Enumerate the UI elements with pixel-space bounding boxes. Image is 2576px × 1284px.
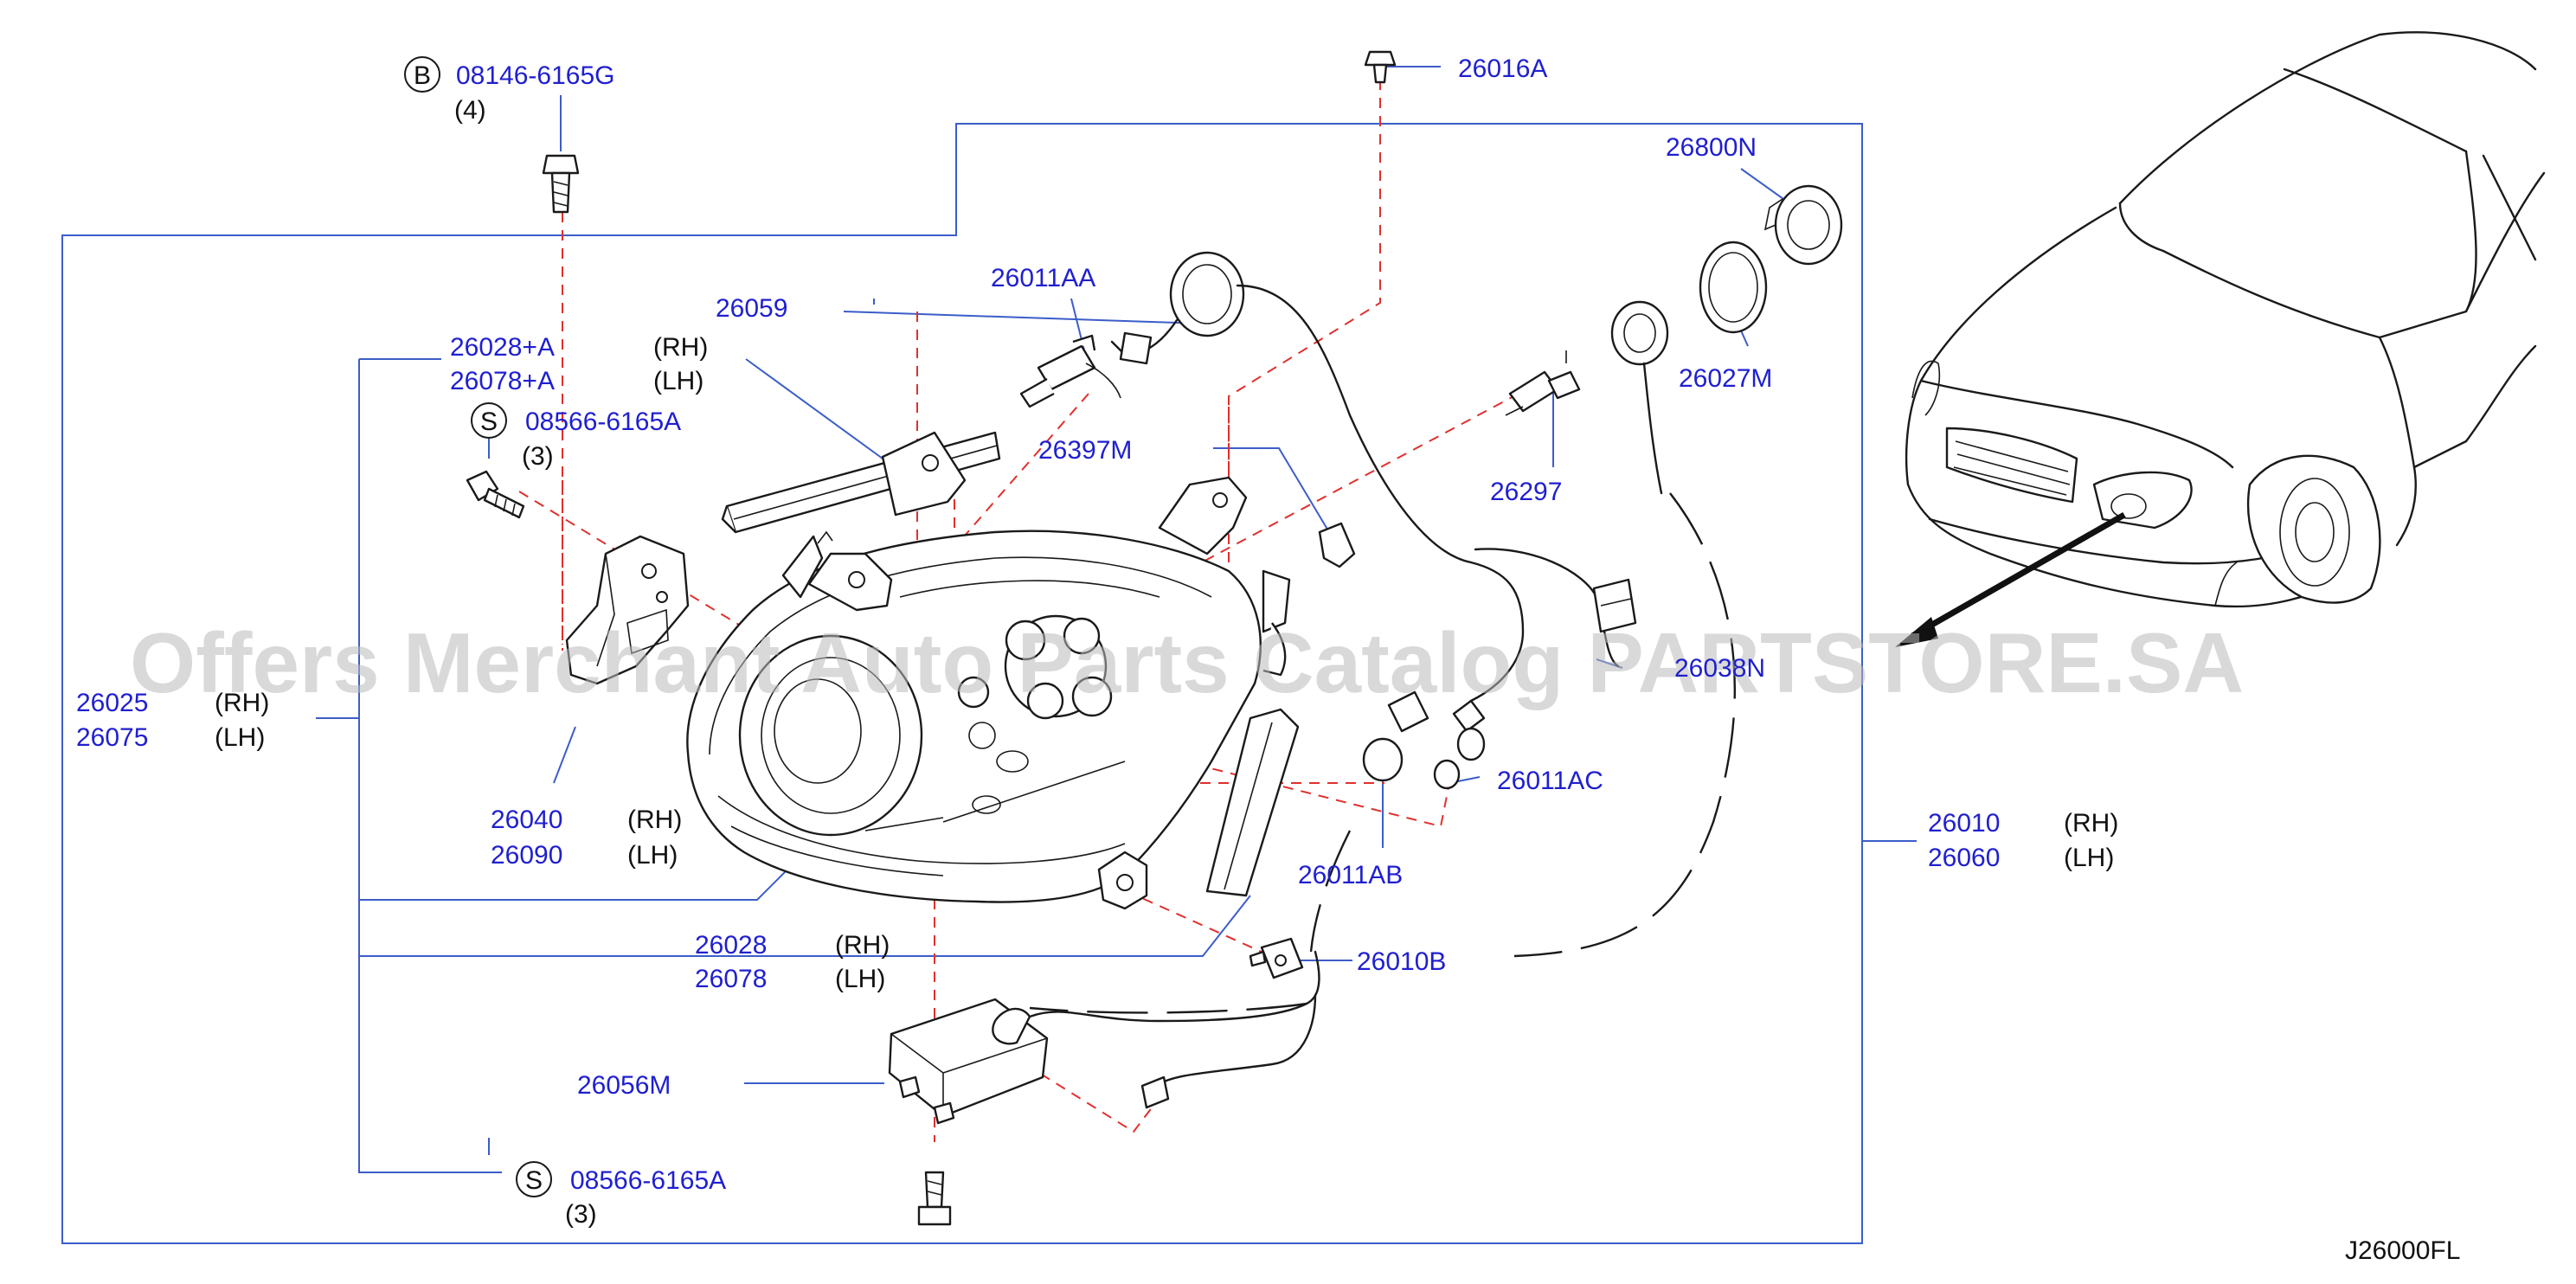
headlamp-housing-illustration [686,476,1291,910]
callout-assembly[interactable]: 26010 (RH) 26060 (LH) [1928,809,2118,872]
side-rh: (RH) [215,689,269,717]
callout-26011ab[interactable]: 26011AB [1298,861,1403,889]
callout-26059[interactable]: 26059 [716,294,787,323]
hid-bulb-illustration [1019,334,1121,408]
part-number[interactable]: 08566-6165A [570,1166,726,1195]
watermark-text: Offers Merchant Auto Parts Catalog PARTS… [130,615,2244,710]
part-number[interactable]: 08146-6165G [456,61,615,90]
callout-housing[interactable]: 26025 (RH) 26075 (LH) [76,689,269,752]
igniter-cap-illustration [1110,251,1620,703]
connector-illustration [1592,578,1637,633]
part-number[interactable]: 26010B [1357,947,1446,976]
part-number[interactable]: 26011AA [991,264,1095,292]
wire-harness-outline [1029,492,1737,1014]
bulb-socket-illustration [1505,350,1581,416]
callout-26397m[interactable]: 26397M [1038,436,1132,465]
diagram-reference-code: J26000FL [2345,1236,2460,1265]
side-bracket-illustration [565,535,690,685]
diagram-frame [61,66,1917,1244]
part-number-rh[interactable]: 26010 [1928,809,2000,838]
side-lh: (LH) [653,367,703,395]
side-lh: (LH) [2064,844,2114,872]
callout-bolt-08146-6165g[interactable]: B 08146-6165G (4) [404,56,615,125]
part-number[interactable]: 26038N [1674,654,1765,683]
part-number[interactable]: 08566-6165A [525,408,681,436]
side-rh: (RH) [2064,809,2118,838]
part-number[interactable]: 26800N [1666,133,1757,162]
callout-26011ac[interactable]: 26011AC [1497,767,1603,795]
callout-26297[interactable]: 26297 [1490,478,1562,506]
upper-bracket-illustration [881,431,967,517]
side-rh: (RH) [835,931,890,960]
upper-screw-illustration [466,470,525,519]
side-lh: (LH) [215,723,265,752]
socket-cover-illustration [1763,184,1843,266]
callout-26800n[interactable]: 26800N [1666,133,1757,162]
part-number-rh[interactable]: 26028 [695,931,767,960]
callout-26027m[interactable]: 26027M [1679,364,1772,393]
part-number-rh[interactable]: 26040 [491,806,562,834]
gasket-illustration [1699,241,1768,334]
small-bulbs-illustration [1362,690,1486,790]
part-number-lh[interactable]: 26078 [695,965,767,993]
side-rh: (RH) [653,333,708,362]
symbol-s-circle [516,1161,552,1197]
callout-26016a[interactable]: 26016A [1458,55,1547,83]
symbol-s-letter: S [480,408,498,436]
side-marker-socket-illustration [1610,300,1669,495]
callout-upper-bracket[interactable]: 26028+A (RH) 26078+A (LH) [450,333,708,395]
callout-26056m[interactable]: 26056M [577,1071,671,1100]
part-number-rh[interactable]: 26028+A [450,333,555,362]
part-number[interactable]: 26297 [1490,478,1562,506]
lower-clip-illustration [1249,937,1304,979]
lower-screw-illustration [917,1171,952,1226]
callout-screw-lower[interactable]: S 08566-6165A (3) [516,1161,726,1229]
top-clip-illustration [1364,50,1397,84]
harness-clip-illustration [1318,522,1356,568]
part-number-lh[interactable]: 26060 [1928,844,2000,872]
callout-screw-upper[interactable]: S 08566-6165A (3) [471,402,681,471]
part-number-lh[interactable]: 26078+A [450,367,555,395]
quantity-label: (4) [454,96,486,125]
lower-trim-strip-illustration [1205,708,1300,897]
quantity-label: (3) [522,442,554,471]
part-number-rh[interactable]: 26025 [76,689,148,717]
quantity-label: (3) [565,1200,597,1229]
symbol-s-circle [471,402,507,439]
callout-26038n[interactable]: 26038N [1674,654,1765,683]
part-number[interactable]: 26056M [577,1071,671,1100]
symbol-b-circle [404,56,440,93]
ballast-illustration [888,950,1320,1125]
callout-26010b[interactable]: 26010B [1357,947,1446,976]
location-arrow [1895,511,2126,647]
part-number[interactable]: 26059 [716,294,787,323]
part-number-lh[interactable]: 26090 [491,841,562,870]
part-number[interactable]: 26011AB [1298,861,1403,889]
side-lh: (LH) [835,965,885,993]
callout-26011aa[interactable]: 26011AA [991,264,1095,292]
symbol-b-letter: B [414,61,431,90]
callout-lower-bracket[interactable]: 26028 (RH) 26078 (LH) [695,931,890,993]
part-number-lh[interactable]: 26075 [76,723,148,752]
callout-side-bracket[interactable]: 26040 (RH) 26090 (LH) [491,806,682,870]
bolt-illustration [542,154,580,214]
symbol-s-letter: S [525,1166,543,1195]
part-number[interactable]: 26011AC [1497,767,1603,795]
side-rh: (RH) [627,806,682,834]
part-number[interactable]: 26027M [1679,364,1772,393]
part-number[interactable]: 26016A [1458,55,1547,83]
vehicle-illustration [1905,31,2546,608]
side-lh: (LH) [627,841,678,870]
part-number[interactable]: 26397M [1038,436,1132,465]
